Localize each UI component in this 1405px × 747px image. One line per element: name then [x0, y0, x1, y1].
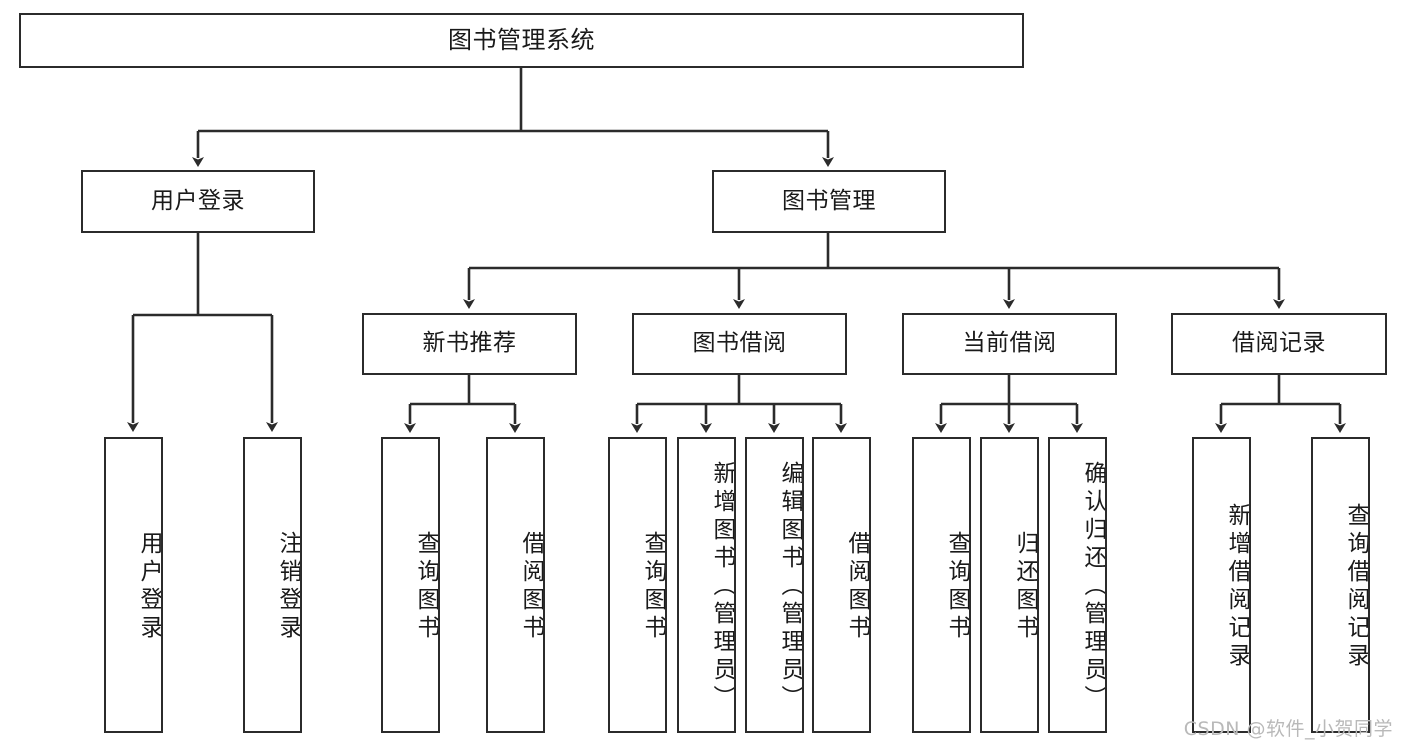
leaf-current-borrow-query-book[interactable]: 查询图书	[912, 437, 971, 733]
leaf-user-login-login[interactable]: 用户登录	[104, 437, 163, 733]
leaf-borrow-record-add-record[interactable]: 新增借阅记录	[1192, 437, 1251, 733]
leaf-label: 查询借阅记录	[1343, 503, 1369, 671]
leaf-label: 新增借阅记录	[1224, 503, 1250, 671]
leaf-book-borrow-add-book-admin[interactable]: 新增图书（管理员）	[677, 437, 736, 733]
leaf-label: 查询图书	[944, 531, 970, 643]
leaf-book-borrow-edit-book-admin[interactable]: 编辑图书（管理员）	[745, 437, 804, 733]
leaf-book-borrow-query-book[interactable]: 查询图书	[608, 437, 667, 733]
leaf-current-borrow-return-book[interactable]: 归还图书	[980, 437, 1039, 733]
leaf-label: 编辑图书（管理员）	[777, 461, 803, 713]
leaf-label: 确认归还（管理员）	[1080, 461, 1106, 713]
leaf-new-book-borrow-book[interactable]: 借阅图书	[486, 437, 545, 733]
leaf-label: 查询图书	[640, 531, 666, 643]
leaf-label: 新增图书（管理员）	[709, 461, 735, 713]
leaf-label: 借阅图书	[518, 531, 544, 643]
node-user-login[interactable]: 用户登录	[81, 170, 315, 233]
node-book-management[interactable]: 图书管理	[712, 170, 946, 233]
node-current-borrow[interactable]: 当前借阅	[902, 313, 1117, 375]
leaf-label: 注销登录	[275, 531, 301, 643]
node-book-borrow[interactable]: 图书借阅	[632, 313, 847, 375]
node-new-book-recommend[interactable]: 新书推荐	[362, 313, 577, 375]
leaf-label: 借阅图书	[844, 531, 870, 643]
leaf-label: 查询图书	[413, 531, 439, 643]
leaf-current-borrow-confirm-return-admin[interactable]: 确认归还（管理员）	[1048, 437, 1107, 733]
leaf-new-book-query-book[interactable]: 查询图书	[381, 437, 440, 733]
leaf-label: 用户登录	[136, 531, 162, 643]
leaf-book-borrow-borrow-book[interactable]: 借阅图书	[812, 437, 871, 733]
leaf-borrow-record-query-record[interactable]: 查询借阅记录	[1311, 437, 1370, 733]
node-borrow-record[interactable]: 借阅记录	[1171, 313, 1387, 375]
leaf-user-login-logout[interactable]: 注销登录	[243, 437, 302, 733]
leaf-label: 归还图书	[1012, 531, 1038, 643]
node-root-book-management-system[interactable]: 图书管理系统	[19, 13, 1024, 68]
